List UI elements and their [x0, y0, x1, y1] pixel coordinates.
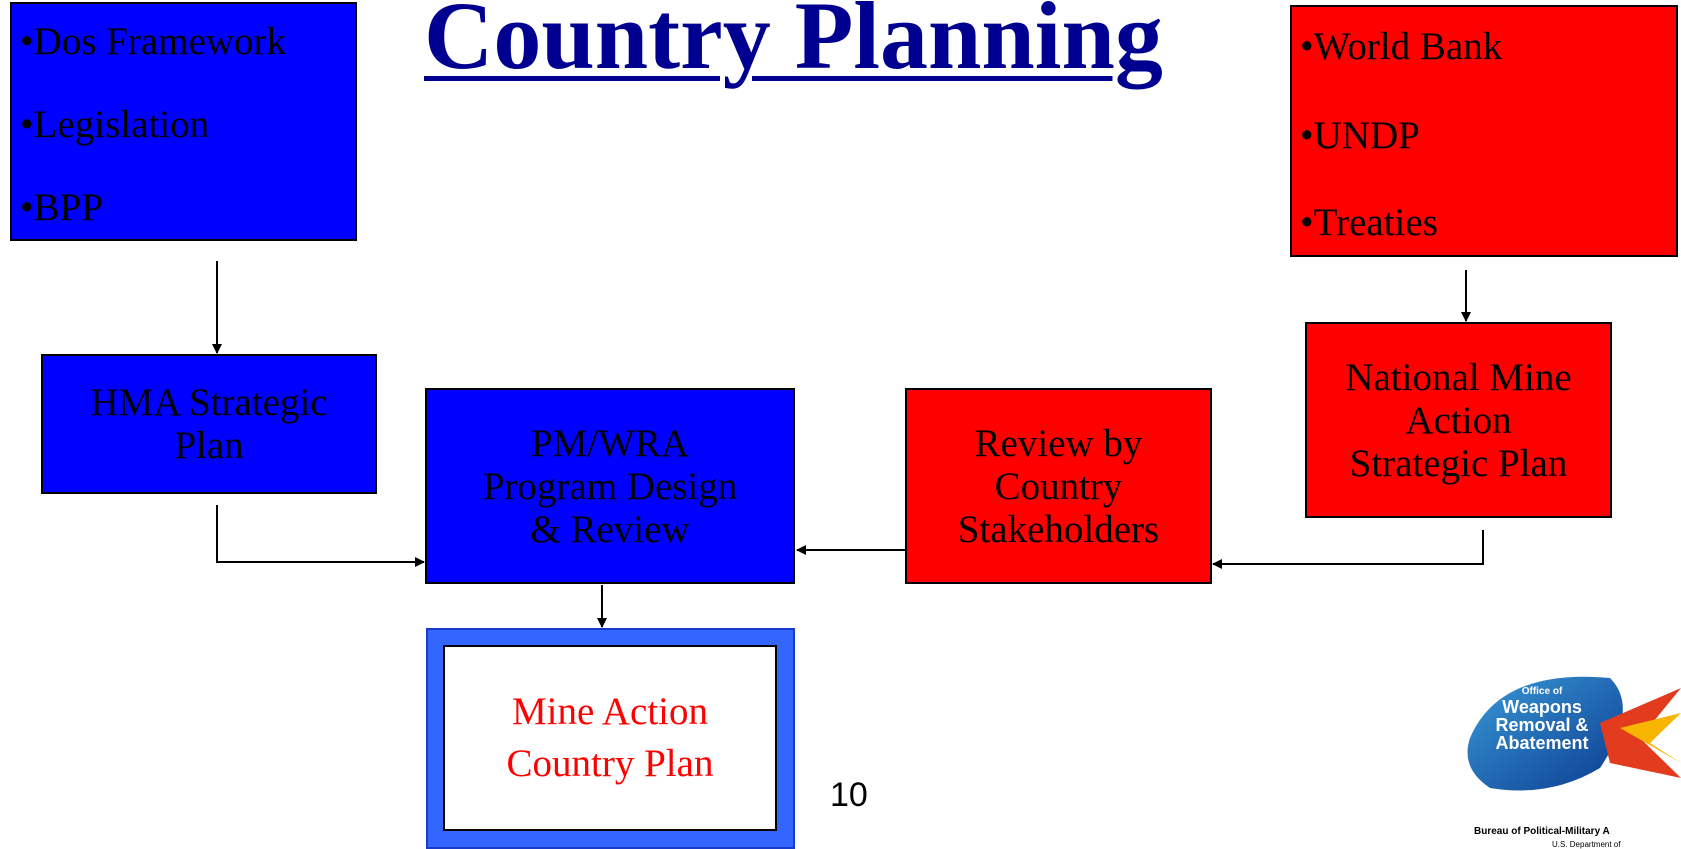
box-line: PM/WRA	[530, 421, 690, 465]
source-item: •UNDP	[1300, 114, 1420, 157]
logo-text: Removal &	[1495, 715, 1588, 735]
hma-strategic-plan-box: HMA Strategic Plan	[41, 354, 377, 494]
box-line: Program Design	[482, 464, 738, 508]
stakeholder-review-box: Review by Country Stakeholders	[905, 388, 1212, 584]
box-line: National Mine	[1345, 355, 1572, 399]
arrow-national-to-review	[1212, 530, 1484, 569]
box-line: Stakeholders	[957, 507, 1160, 551]
box-line: & Review	[530, 507, 690, 551]
office-logo: Office of Weapons Removal & Abatement Bu…	[1467, 676, 1681, 849]
box-line: Country Plan	[506, 742, 714, 785]
country-plan-box: Mine Action Country Plan	[443, 645, 777, 831]
national-strategic-plan-box: National Mine Action Strategic Plan	[1305, 322, 1612, 518]
box-line: Review by	[974, 421, 1143, 465]
box-line: Strategic Plan	[1349, 441, 1568, 485]
box-line: Mine Action	[511, 690, 709, 733]
arrow-hma-to-pmwra	[216, 505, 425, 567]
page-title: Country Planning	[424, 0, 1163, 89]
page-number: 10	[830, 776, 868, 814]
box-line: HMA Strategic	[90, 381, 328, 424]
logo-caption: Bureau of Political-Military A	[1474, 826, 1610, 837]
source-item: •BPP	[20, 186, 104, 229]
source-item: •World Bank	[1300, 25, 1503, 68]
source-item: •Treaties	[1300, 201, 1438, 244]
box-line: Action	[1405, 398, 1512, 442]
pm-wra-program-box: PM/WRA Program Design & Review	[425, 388, 795, 584]
source-item: •Dos Framework	[20, 20, 287, 63]
source-item: •Legislation	[20, 103, 210, 146]
international-sources-box: •World Bank •UNDP •Treaties	[1290, 5, 1678, 257]
box-line: Country	[994, 464, 1123, 508]
box-line: Plan	[174, 424, 244, 467]
logo-text: Weapons	[1502, 697, 1582, 717]
dos-sources-box: •Dos Framework •Legislation •BPP	[10, 2, 357, 241]
logo-caption: U.S. Department of	[1552, 840, 1621, 849]
logo-text: Abatement	[1495, 733, 1588, 753]
logo-text: Office of	[1522, 686, 1563, 697]
